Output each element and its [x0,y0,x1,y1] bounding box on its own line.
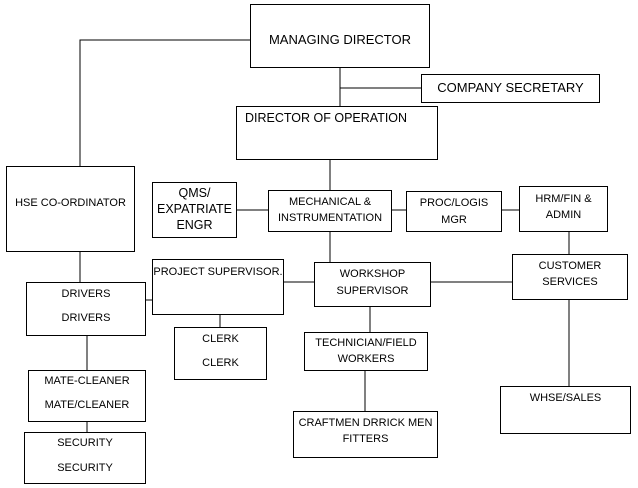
technician-label-line1: TECHNICIAN/FIELD [315,337,417,349]
mate-cleaner-label-line1: MATE-CLEANER [44,375,130,387]
craftmen-label-line2: FITTERS [342,433,389,445]
customer-services-box: CUSTOMER SERVICES [512,254,628,300]
drivers-box: DRIVERS DRIVERS [26,282,146,336]
proc-logis-label-line2: MGR [441,214,467,226]
company-secretary-label: COMPANY SECRETARY [437,80,584,95]
mechanical-instrumentation-box: MECHANICAL & INSTRUMENTATION [268,190,392,232]
connector-md-hse [79,39,250,166]
mechanical-label-line1: MECHANICAL & [288,196,372,208]
project-supervisor-label: PROJECT SUPERVISOR. [153,266,283,278]
company-secretary-box: COMPANY SECRETARY [421,74,600,103]
technician-field-workers-box: TECHNICIAN/FIELD WORKERS [304,332,428,371]
mechanical-label-line2: INSTRUMENTATION [277,212,383,224]
qms-label-line1: QMS/ [178,186,211,200]
hrm-label-line2: ADMIN [545,209,582,221]
clerk-label-line1: CLERK [202,333,239,345]
drivers-label-line1: DRIVERS [61,288,111,300]
craftmen-fitters-box: CRAFTMEN DRRICK MEN FITTERS [293,411,438,458]
director-of-operation-box: DIRECTOR OF OPERATION [236,106,438,160]
qms-label-line2: EXPATRIATE [156,202,232,216]
hrm-fin-admin-box: HRM/FIN & ADMIN [519,186,608,232]
director-of-operation-label: DIRECTOR OF OPERATION [245,111,408,125]
technician-label-line2: WORKERS [337,353,395,365]
qms-expatriate-engr-box: QMS/ EXPATRIATE ENGR [152,182,237,238]
mate-cleaner-box: MATE-CLEANER MATE/CLEANER [28,370,146,422]
workshop-label-line1: WORKSHOP [339,268,406,280]
clerk-label-line2: CLERK [202,357,239,369]
project-supervisor-box: PROJECT SUPERVISOR. [152,259,284,315]
mate-cleaner-label-line2: MATE/CLEANER [44,399,130,411]
hrm-label-line1: HRM/FIN & [535,193,592,205]
craftmen-label-line1: CRAFTMEN DRRICK MEN [298,417,433,429]
customer-label-line2: SERVICES [542,276,598,288]
hse-coordinator-box: HSE CO-ORDINATOR [6,166,135,252]
managing-director-label: MANAGING DIRECTOR [268,32,412,47]
workshop-supervisor-box: WORKSHOP SUPERVISOR [314,262,431,307]
hse-coordinator-label: HSE CO-ORDINATOR [15,197,126,209]
qms-label-line3: ENGR [176,218,213,232]
whse-sales-label: WHSE/SALES [529,392,602,404]
workshop-label-line2: SUPERVISOR [336,285,409,297]
security-label-line2: SECURITY [57,462,113,474]
whse-sales-box: WHSE/SALES [500,386,631,434]
proc-logis-label-line1: PROC/LOGIS [419,197,489,209]
customer-label-line1: CUSTOMER [538,260,602,272]
security-label-line1: SECURITY [57,437,113,449]
security-box: SECURITY SECURITY [24,432,146,484]
proc-logis-mgr-box: PROC/LOGIS MGR [406,191,502,232]
drivers-label-line2: DRIVERS [61,312,111,324]
managing-director-box: MANAGING DIRECTOR [250,4,430,68]
clerk-box: CLERK CLERK [174,327,267,380]
